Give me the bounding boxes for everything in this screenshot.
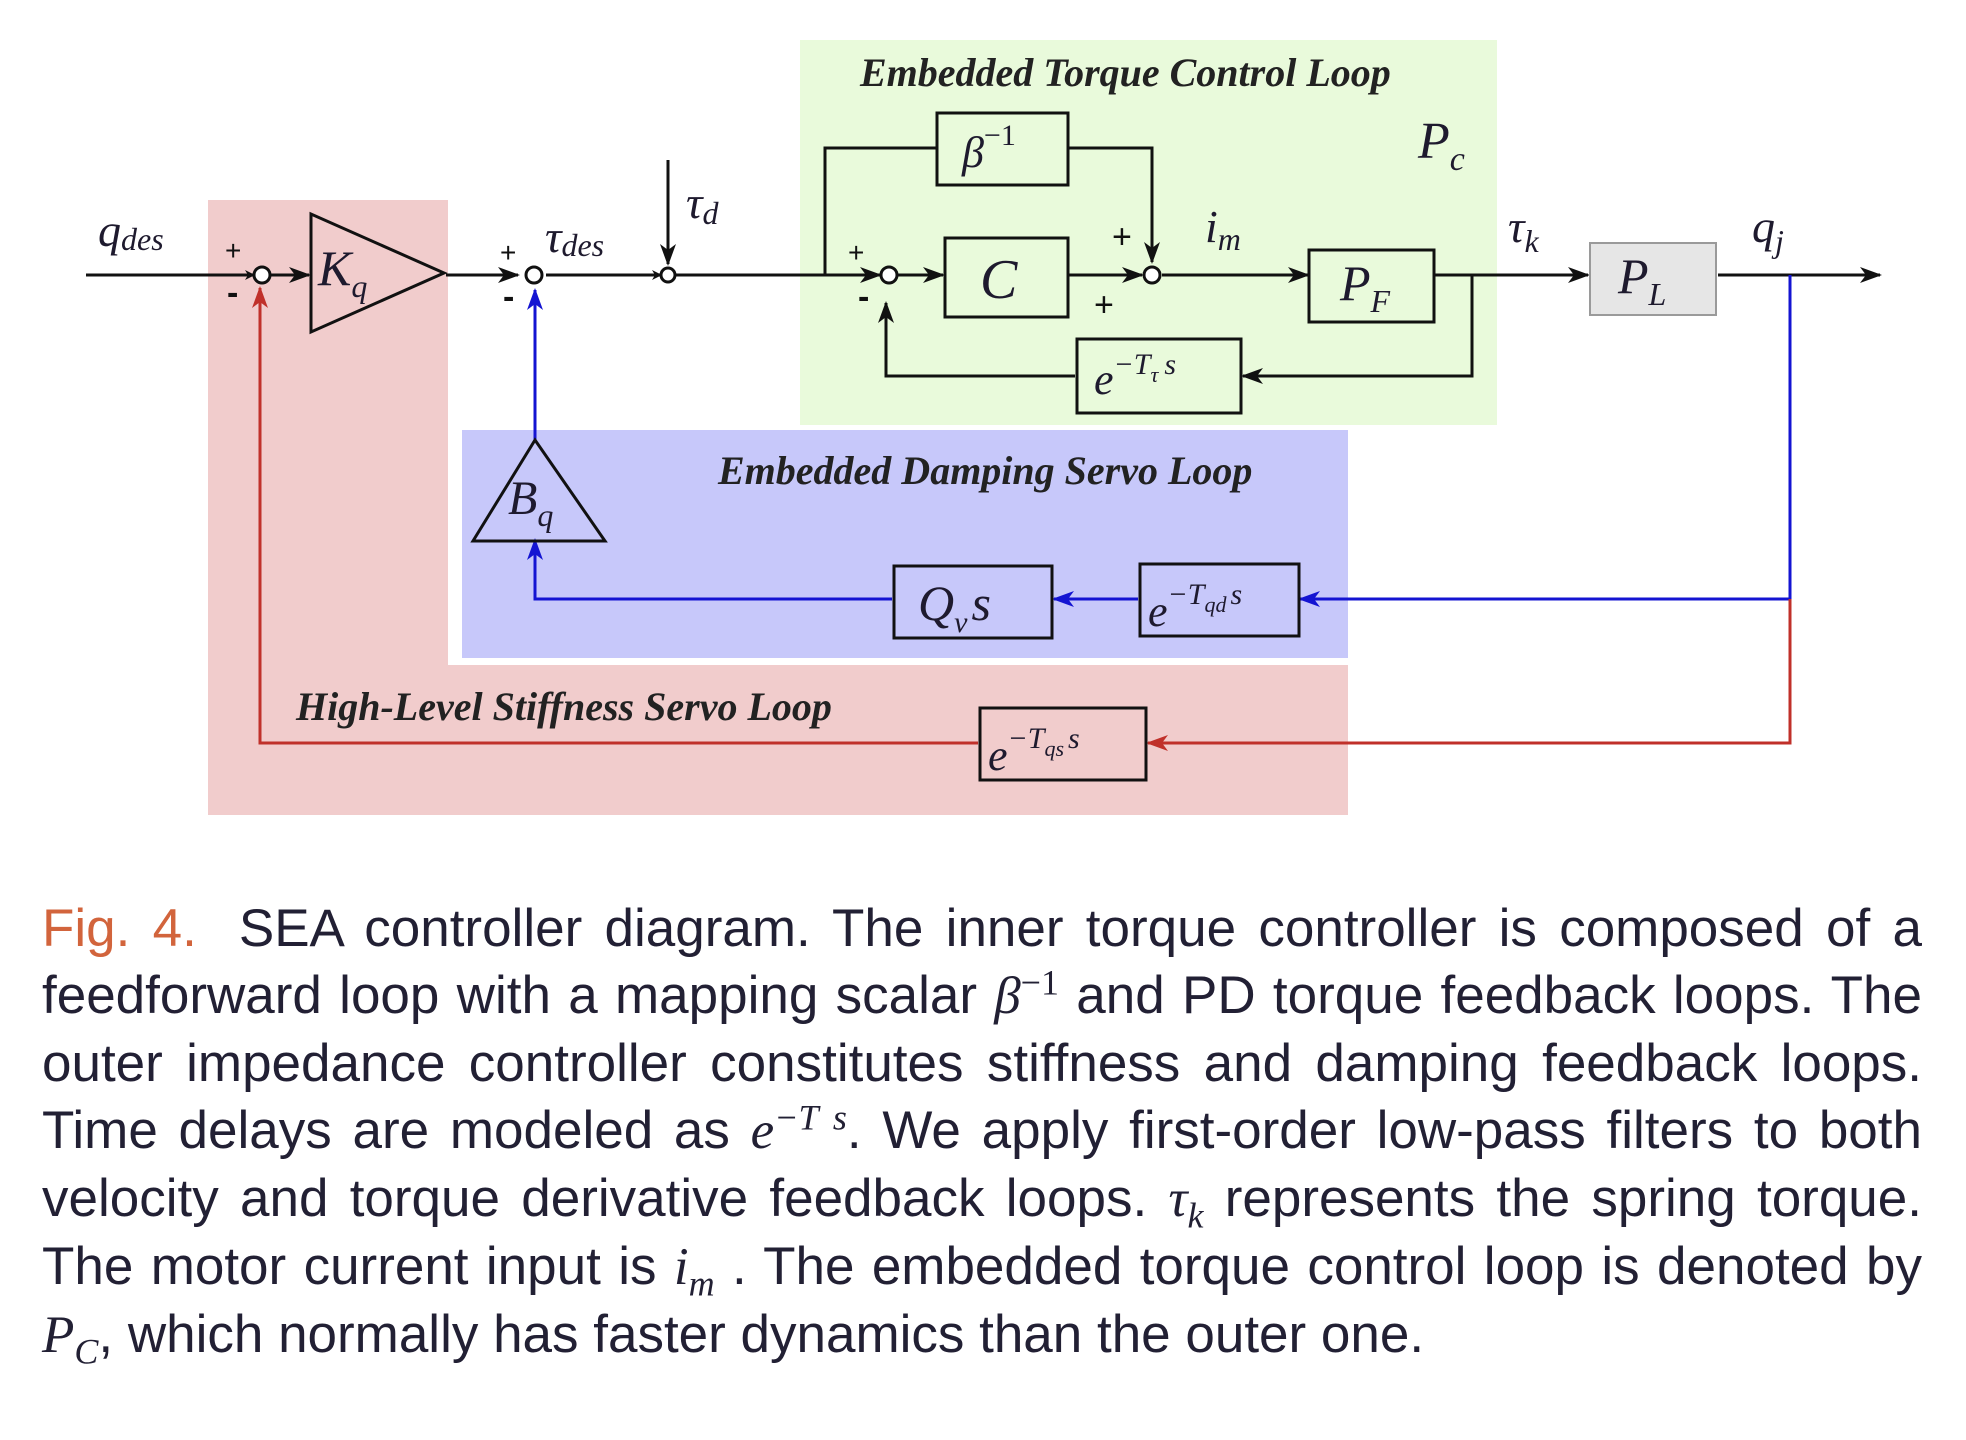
stiffness-feedback-line — [1146, 599, 1792, 751]
damping-delay-block — [1138, 562, 1301, 638]
sum-junction-2 — [524, 265, 544, 285]
pl-plant-block — [1589, 242, 1717, 316]
qj-label: qj — [1752, 201, 1784, 259]
taudes-label: τdes — [545, 211, 604, 263]
kq-label: Kq — [317, 240, 367, 304]
caption-delay: e−T s — [750, 1097, 847, 1160]
caption-text-1: SEA controller diagram. The inner torque… — [42, 899, 1922, 1025]
caption-text-3: . We apply first-order low-pass filters … — [42, 1101, 1922, 1228]
qdes-label: qdes — [98, 205, 164, 257]
sum4-plus-top-sign: + — [1112, 218, 1132, 256]
sum1-plus-sign: + — [225, 235, 241, 266]
qv-to-bq-line — [527, 538, 892, 601]
qv-label: Qvs — [918, 575, 991, 639]
torque-loop-region — [800, 40, 1497, 425]
sum3-minus-sign: - — [858, 278, 869, 316]
stiffness-loop-title: High-Level Stiffness Servo Loop — [295, 684, 832, 729]
caption-p-c: PC — [42, 1306, 99, 1372]
torque-loop-title: Embedded Torque Control Loop — [859, 50, 1391, 95]
pc-label: Pc — [1417, 113, 1465, 178]
sum1-minus-sign: - — [227, 274, 238, 312]
beta-inverse-block — [935, 111, 1070, 187]
caption-text-5: . The embedded torque control loop is de… — [714, 1237, 1922, 1296]
kq-gain-block — [309, 211, 448, 335]
ff-branch-line — [823, 146, 937, 275]
caption-text-4: represents the spring torque. The motor … — [42, 1169, 1922, 1296]
sum-junction-3 — [879, 265, 899, 285]
bq-gain-block — [470, 437, 608, 543]
c-controller-block — [943, 236, 1070, 319]
im-label: im — [1205, 201, 1241, 257]
caption-text-2: and PD torque feedback loops. The outer … — [42, 966, 1922, 1160]
pl-label: PL — [1617, 248, 1666, 312]
bq-label: Bq — [508, 472, 553, 533]
tauk-label: τk — [1508, 201, 1539, 259]
sum4-plus-left-sign: + — [1094, 286, 1114, 324]
torque-delay-block — [1075, 337, 1243, 415]
stiffness-loop-region — [208, 200, 1348, 815]
figure-number: Fig. 4. — [42, 899, 197, 958]
caption-beta: β−1 — [994, 962, 1059, 1025]
caption-i-m: im — [673, 1238, 715, 1304]
caption-text-6: , which normally has faster dynamics tha… — [98, 1305, 1425, 1364]
sea-controller-diagram: Embedded Torque Control Loop Embedded Da… — [86, 40, 1882, 815]
sum2-minus-sign: - — [503, 278, 514, 316]
caption-tau-k: τk — [1168, 1170, 1204, 1236]
sum2-plus-sign: + — [500, 237, 516, 268]
ff-to-sum4-line — [1068, 146, 1160, 264]
sum3-plus-sign: + — [848, 237, 864, 268]
qv-velocity-block — [892, 564, 1054, 640]
beta-inverse-label: β−1 — [961, 119, 1016, 177]
pf-label: PF — [1339, 255, 1391, 319]
delay-to-sum3-line — [878, 301, 1075, 378]
torque-feedback-line — [1241, 275, 1474, 384]
figure-caption: Fig. 4.SEA controller diagram. The inner… — [42, 895, 1922, 1372]
taud-label: τd — [686, 177, 719, 231]
delay-to-sum1-line — [252, 286, 978, 745]
stiffness-delay-block — [978, 706, 1148, 782]
damping-loop-region — [462, 430, 1348, 658]
sum-junction-4 — [1142, 265, 1162, 285]
c-label: C — [980, 249, 1018, 311]
damping-loop-title: Embedded Damping Servo Loop — [717, 448, 1252, 493]
pf-block — [1307, 248, 1436, 324]
sum-junction-1 — [252, 265, 272, 285]
sum-junction-disturbance — [659, 266, 677, 284]
